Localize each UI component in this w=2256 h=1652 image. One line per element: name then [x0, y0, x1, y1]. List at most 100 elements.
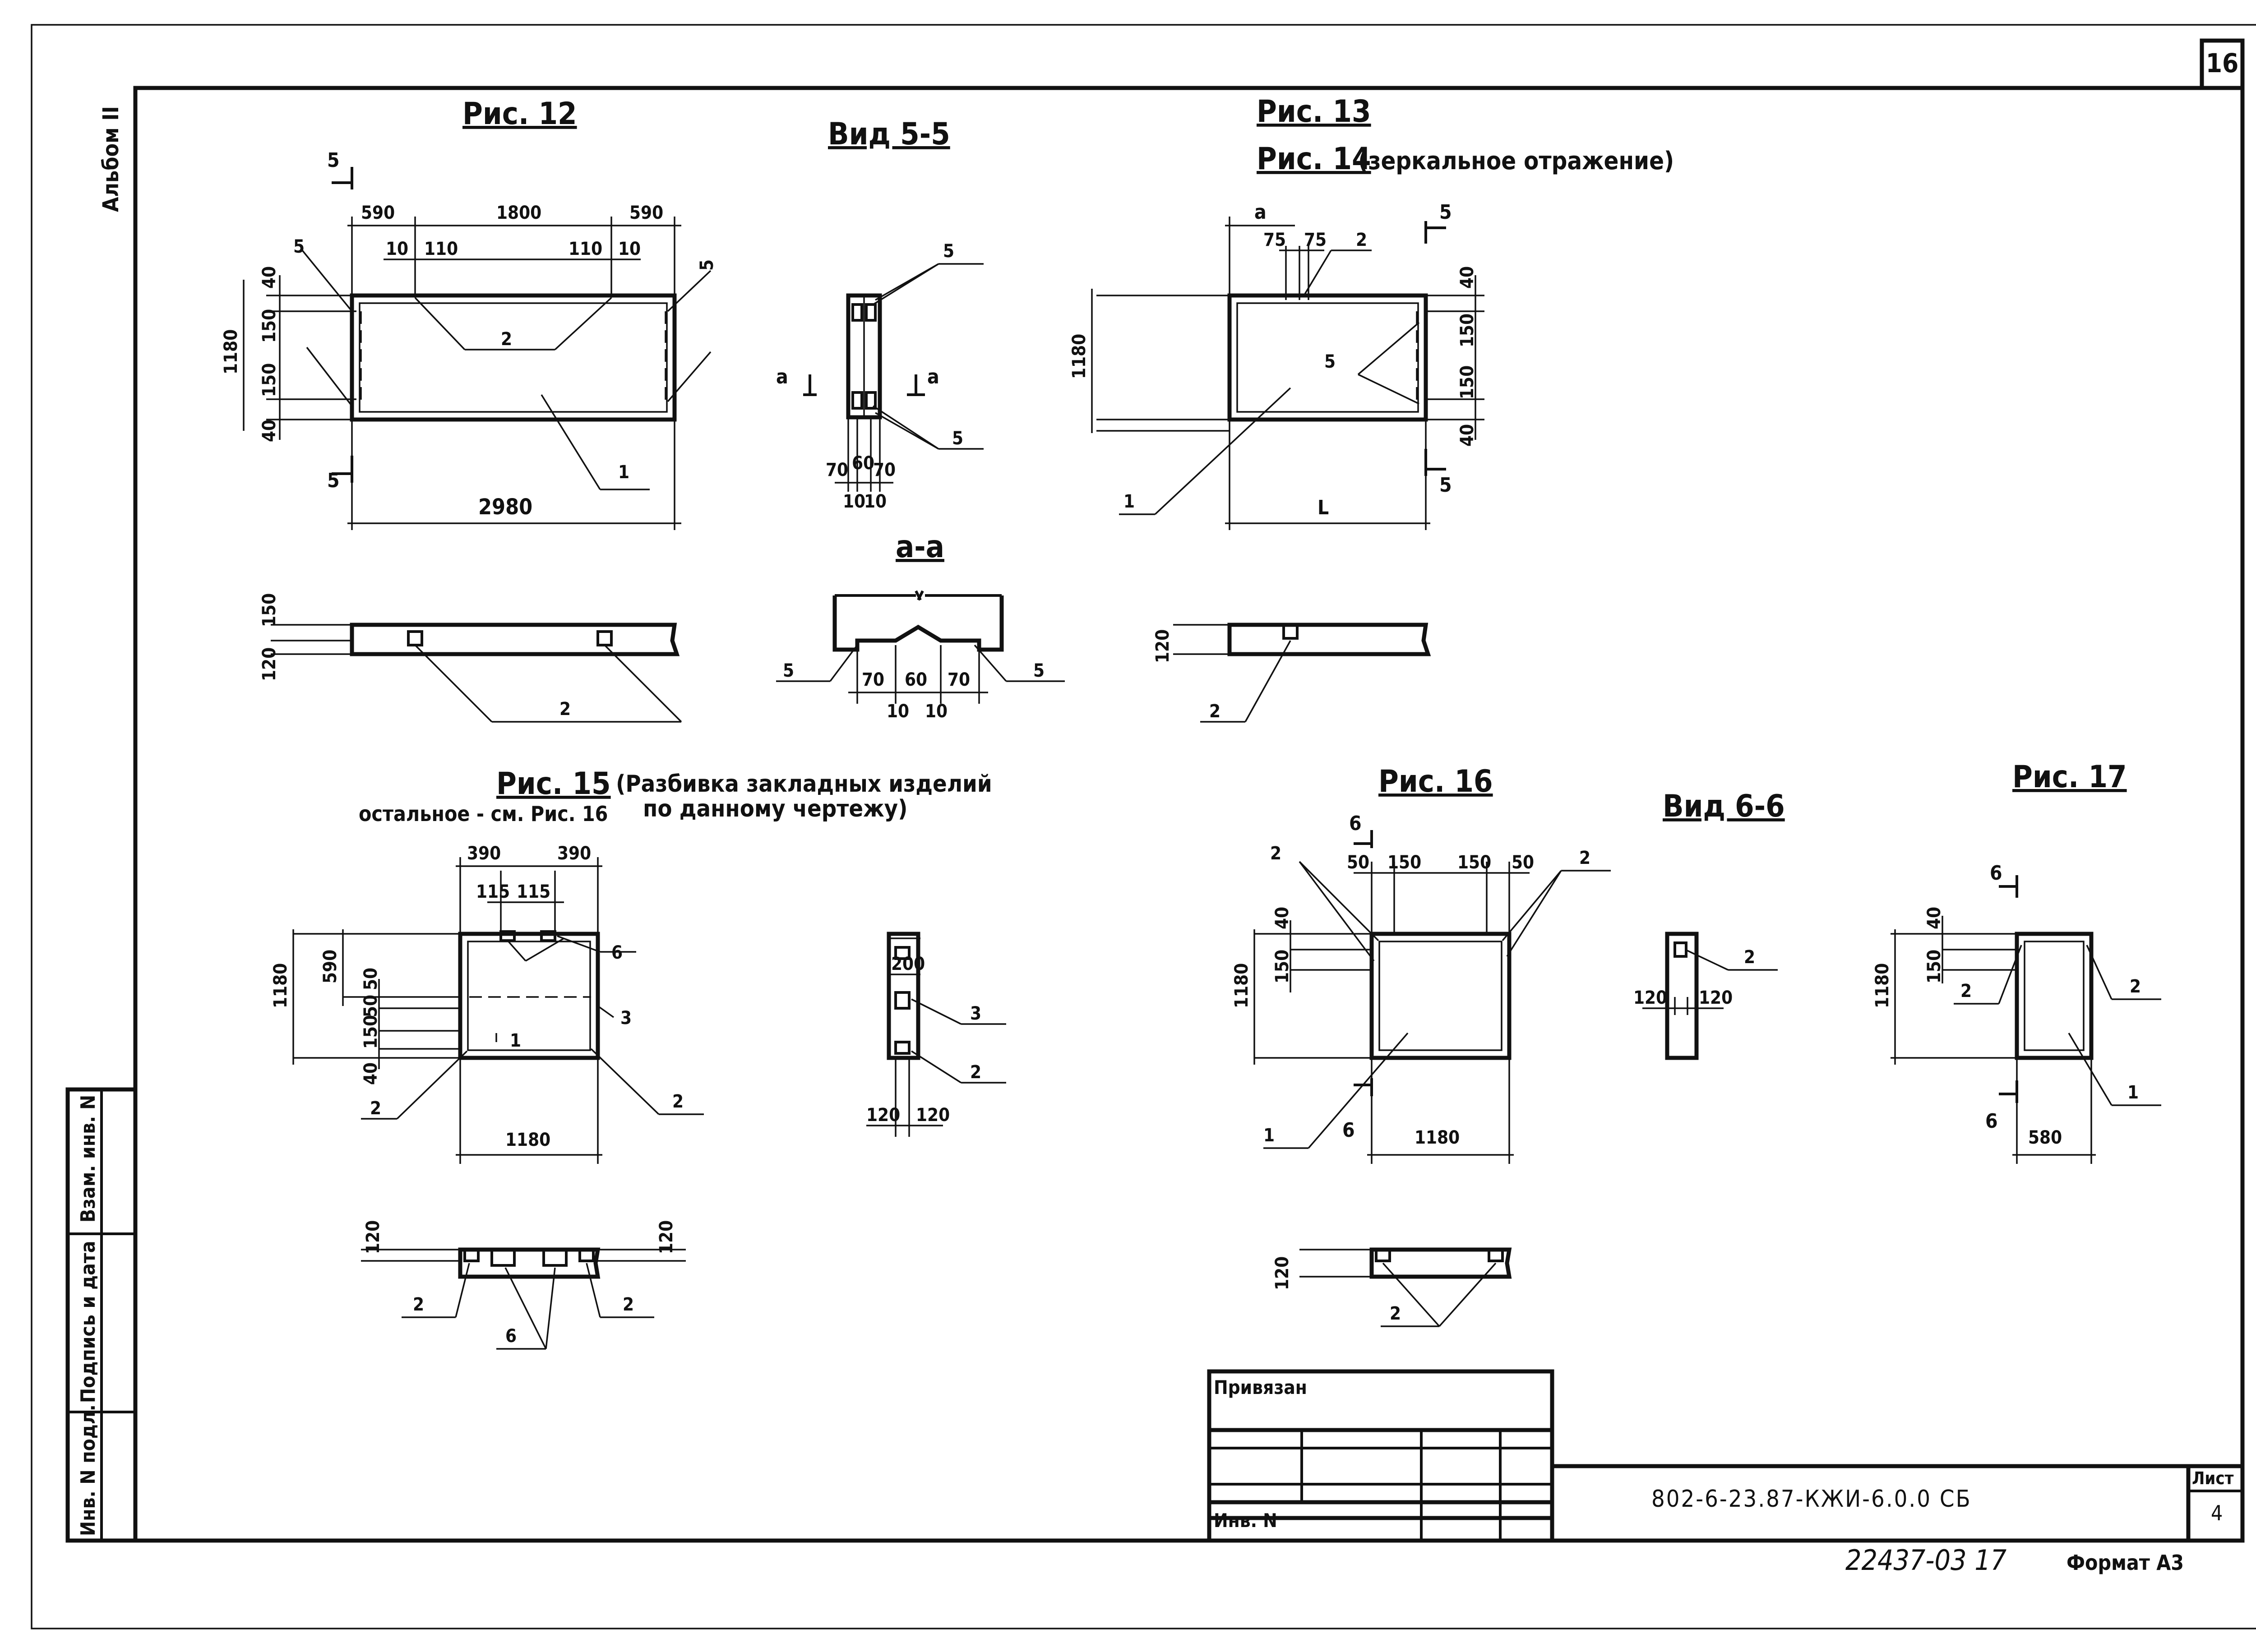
svg-text:150: 150	[1924, 950, 1945, 983]
svg-text:3: 3	[620, 1008, 632, 1029]
svg-text:75: 75	[1263, 230, 1286, 250]
svg-text:2: 2	[1579, 848, 1590, 868]
svg-text:120: 120	[363, 1220, 384, 1254]
fig17-title: Рис. 17	[2012, 759, 2127, 795]
stamp-vzam-inv: Взам. инв. N	[77, 1095, 100, 1223]
stamp-inv-podl: Инв. N подл.	[77, 1404, 100, 1536]
svg-text:110: 110	[569, 239, 602, 259]
svg-text:6: 6	[1985, 1110, 1998, 1133]
svg-text:120: 120	[1699, 988, 1733, 1008]
svg-text:L: L	[1318, 496, 1329, 519]
svg-text:150: 150	[259, 309, 280, 343]
stamp-podpis-data: Подпись и дата	[77, 1241, 100, 1403]
svg-text:10: 10	[864, 491, 887, 512]
sheet-number: 16	[2206, 48, 2239, 78]
svg-text:590: 590	[629, 203, 663, 223]
svg-text:2980: 2980	[478, 494, 532, 520]
svg-text:40: 40	[1272, 907, 1293, 929]
svg-text:2: 2	[1270, 843, 1281, 864]
svg-text:1180: 1180	[1415, 1127, 1460, 1148]
svg-text:5: 5	[783, 660, 794, 681]
fig13-panel	[1227, 293, 1428, 422]
privyazan-label: Привязан	[1214, 1376, 1307, 1398]
svg-text:120: 120	[1152, 629, 1173, 663]
svg-text:10: 10	[843, 491, 865, 512]
svg-text:40: 40	[1457, 424, 1478, 447]
svg-text:150: 150	[1272, 950, 1293, 983]
svg-text:60: 60	[852, 453, 874, 474]
svg-text:50: 50	[361, 968, 381, 990]
fig14-note: (зеркальное отражение)	[1358, 147, 1674, 175]
svg-text:50: 50	[1512, 852, 1534, 873]
side-stamp: Взам. инв. N Подпись и дата Инв. N подл.	[65, 1087, 138, 1543]
svg-text:10: 10	[618, 239, 641, 259]
svg-text:5: 5	[1033, 660, 1045, 681]
svg-text:6: 6	[505, 1326, 517, 1347]
svg-text:2: 2	[970, 1062, 981, 1083]
svg-text:2: 2	[1390, 1303, 1401, 1324]
svg-text:110: 110	[424, 239, 458, 259]
fig17-panel	[2015, 932, 2094, 1060]
view55-title: Вид 5-5	[828, 116, 950, 152]
svg-text:1180: 1180	[505, 1130, 550, 1150]
format-label: Формат А3	[2066, 1550, 2184, 1575]
svg-text:390: 390	[557, 843, 591, 864]
fig16-panel	[1369, 932, 1512, 1060]
svg-text:10: 10	[887, 701, 909, 722]
svg-text:1: 1	[510, 1030, 521, 1051]
svg-text:5: 5	[327, 149, 340, 172]
svg-text:120: 120	[1272, 1256, 1293, 1290]
svg-text:390: 390	[467, 843, 501, 864]
svg-text:40: 40	[1924, 907, 1945, 929]
svg-text:1: 1	[1263, 1125, 1275, 1146]
svg-text:115: 115	[517, 881, 550, 902]
svg-text:120: 120	[259, 647, 280, 681]
svg-text:5: 5	[327, 469, 340, 492]
figure-17: Рис. 17 6 6 1180 40 150 2 2 1 580	[1872, 759, 2161, 1164]
svg-text:40: 40	[361, 1062, 381, 1085]
fig15-note3: остальное - см. Рис. 16	[359, 802, 608, 826]
svg-text:50: 50	[361, 995, 381, 1017]
svg-text:5: 5	[697, 259, 717, 271]
svg-text:2: 2	[672, 1091, 684, 1112]
svg-text:120: 120	[916, 1105, 950, 1126]
svg-text:150: 150	[1457, 365, 1478, 399]
svg-text:а: а	[927, 365, 939, 388]
svg-text:а: а	[776, 365, 788, 388]
archive-number: 22437-03 17	[1845, 1544, 2006, 1577]
svg-text:70: 70	[862, 669, 884, 690]
fig15-title: Рис. 15	[496, 766, 611, 802]
svg-text:1180: 1180	[1231, 963, 1252, 1008]
svg-text:2: 2	[1356, 230, 1367, 250]
svg-text:120: 120	[656, 1220, 677, 1254]
figure-12: Рис. 12 5 5 590 1800 590 10 110 110 10 1…	[221, 96, 717, 723]
svg-text:590: 590	[361, 203, 395, 223]
svg-text:120: 120	[1633, 988, 1667, 1008]
svg-text:115: 115	[476, 881, 510, 902]
figure-16: Рис. 16 6 6 50 150 150 50 2 2 1180 40 15…	[1231, 764, 1611, 1327]
svg-text:5: 5	[943, 241, 954, 262]
figure-15-side: 200 3 2 120 120	[866, 932, 1006, 1137]
svg-text:2: 2	[1209, 701, 1220, 722]
trim-frame	[31, 24, 2256, 1629]
figure-15: Рис. 15 (Разбивка закладных изделий по д…	[270, 766, 992, 1350]
inv-n-label: Инв. N	[1214, 1509, 1277, 1532]
svg-text:150: 150	[361, 1015, 381, 1049]
svg-text:6: 6	[1990, 862, 2002, 885]
svg-text:70: 70	[948, 669, 970, 690]
svg-text:2: 2	[413, 1294, 424, 1315]
figure-13: Рис. 13 Рис. 14 (зеркальное отражение) а…	[1069, 94, 1674, 723]
svg-text:1: 1	[1123, 491, 1135, 512]
drawing-code: 802-6-23.87-КЖИ-6.0.0 СБ	[1651, 1486, 1972, 1513]
svg-text:5: 5	[1324, 351, 1336, 372]
svg-text:5: 5	[293, 236, 305, 257]
fig12-title: Рис. 12	[462, 96, 577, 132]
section-aa-title: а-а	[896, 529, 944, 565]
svg-text:1: 1	[2127, 1082, 2139, 1103]
view-6-6: Вид 6-6 2 120 120	[1633, 789, 1785, 1060]
fig16-title: Рис. 16	[1378, 764, 1493, 799]
list-label: Лист	[2192, 1468, 2234, 1488]
svg-text:40: 40	[1457, 266, 1478, 289]
svg-text:5: 5	[1439, 201, 1452, 224]
